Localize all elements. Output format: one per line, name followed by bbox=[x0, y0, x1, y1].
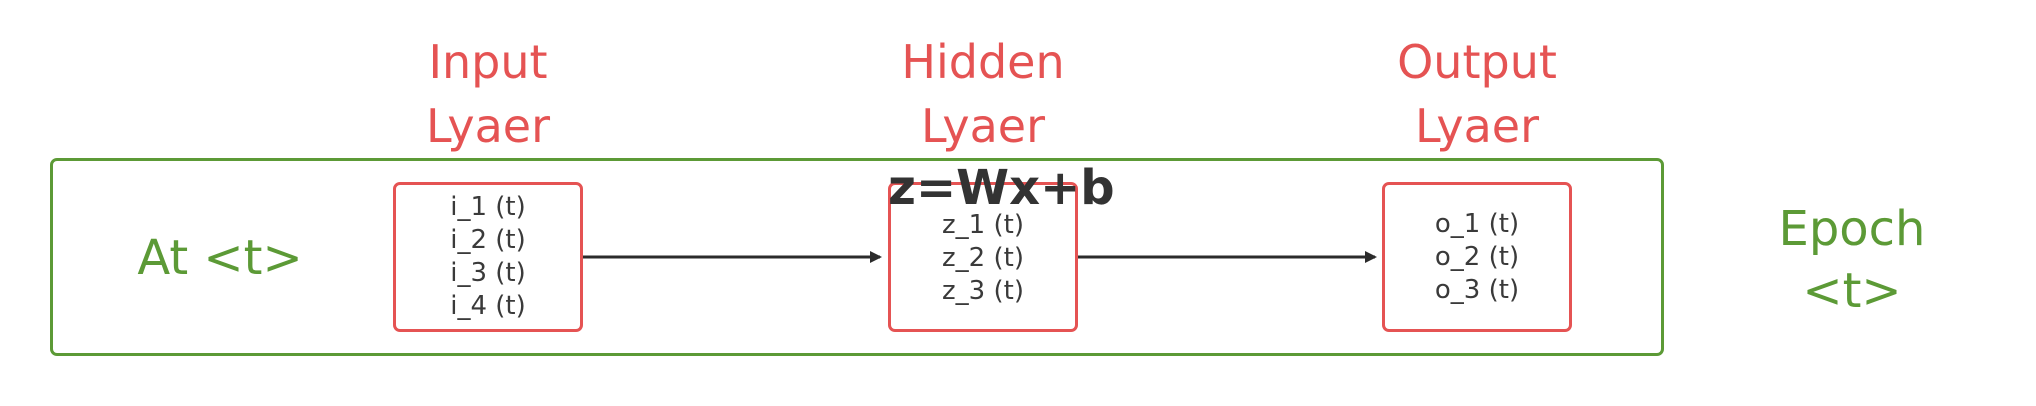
output-layer-title-line1: Output bbox=[1397, 35, 1557, 89]
hidden-unit-2: z_2 (t) bbox=[942, 243, 1024, 273]
output-unit-3: o_3 (t) bbox=[1434, 274, 1520, 305]
epoch-label-line2: <t> bbox=[1802, 263, 1902, 319]
input-layer-title-line2: Lyaer bbox=[425, 99, 551, 153]
input-layer-title: Input Lyaer bbox=[358, 30, 618, 158]
timestep-frame bbox=[50, 158, 1664, 356]
hidden-unit-1: z_1 (t) bbox=[942, 210, 1024, 240]
hidden-layer-title: Hidden Lyaer bbox=[853, 30, 1113, 158]
epoch-label: Epoch <t> bbox=[1752, 198, 1952, 322]
output-layer-title-line2: Lyaer bbox=[1414, 99, 1540, 153]
output-unit-1: o_1 (t) bbox=[1434, 208, 1520, 239]
output-layer-node: o_1 (t) o_2 (t) o_3 (t) bbox=[1382, 182, 1572, 332]
hidden-formula: z=Wx+b bbox=[888, 160, 1115, 216]
input-unit-4: i_4 (t) bbox=[450, 291, 526, 321]
hidden-layer-node: z_1 (t) z_2 (t) z_3 (t) bbox=[888, 182, 1078, 332]
epoch-label-line1: Epoch bbox=[1778, 201, 1926, 257]
input-unit-2: i_2 (t) bbox=[450, 225, 526, 255]
hidden-layer-title-line1: Hidden bbox=[901, 35, 1065, 89]
timestep-label: At <t> bbox=[137, 230, 303, 286]
input-layer-title-line1: Input bbox=[428, 35, 548, 89]
input-unit-3: i_3 (t) bbox=[450, 258, 526, 288]
output-unit-2: o_2 (t) bbox=[1434, 241, 1520, 272]
hidden-layer-title-line2: Lyaer bbox=[920, 99, 1046, 153]
input-layer-node: i_1 (t) i_2 (t) i_3 (t) i_4 (t) bbox=[393, 182, 583, 332]
output-layer-title: Output Lyaer bbox=[1347, 30, 1607, 158]
hidden-unit-3: z_3 (t) bbox=[942, 276, 1024, 306]
input-unit-1: i_1 (t) bbox=[450, 192, 526, 222]
